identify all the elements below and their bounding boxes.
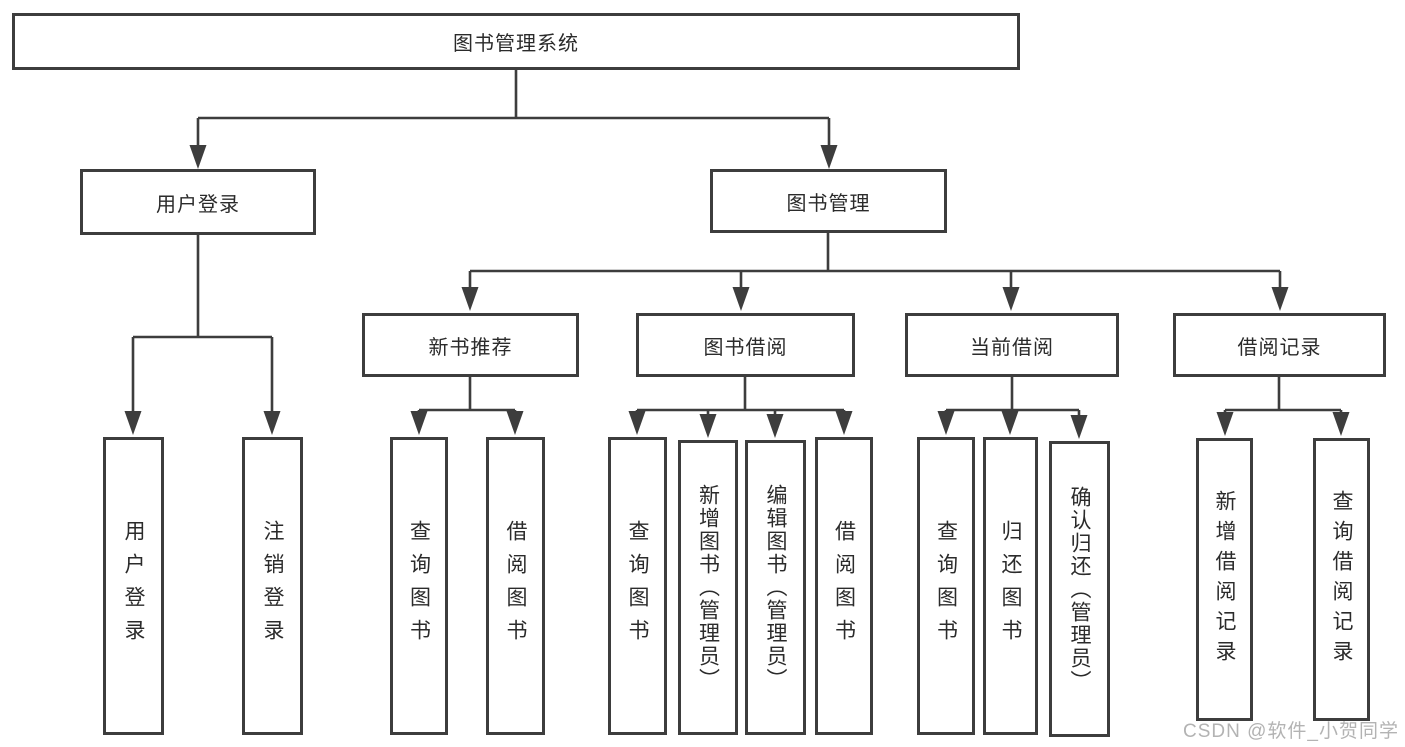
leaf-label: 编辑图书（管理员） bbox=[764, 484, 787, 691]
leaf-label: 新增图书（管理员） bbox=[696, 484, 720, 691]
node-user-login: 用户登录 bbox=[80, 169, 316, 235]
node-label: 借阅记录 bbox=[1237, 336, 1322, 359]
node-library-management-system: 图书管理系统 bbox=[12, 13, 1020, 70]
node-label: 用户登录 bbox=[156, 193, 240, 216]
leaf-label: 查询图书 bbox=[407, 520, 431, 652]
leaf-return-books: 归还图书 bbox=[983, 437, 1038, 735]
leaf-add-books-admin: 新增图书（管理员） bbox=[678, 440, 738, 735]
leaf-query-books: 查询图书 bbox=[608, 437, 667, 735]
csdn-watermark: CSDN @软件_小贺同学 bbox=[1183, 721, 1399, 742]
leaf-label: 查询图书 bbox=[934, 520, 958, 652]
node-label: 新书推荐 bbox=[428, 336, 513, 359]
leaf-borrow-books: 借阅图书 bbox=[486, 437, 545, 735]
leaf-label: 借阅图书 bbox=[504, 520, 527, 652]
leaf-user-login: 用户登录 bbox=[103, 437, 164, 735]
leaf-edit-books-admin: 编辑图书（管理员） bbox=[745, 440, 806, 735]
node-book-management: 图书管理 bbox=[710, 169, 947, 233]
leaf-query-books: 查询图书 bbox=[917, 437, 975, 735]
leaf-label: 新增借阅记录 bbox=[1213, 489, 1236, 670]
leaf-label: 归还图书 bbox=[999, 520, 1022, 652]
leaf-query-books: 查询图书 bbox=[390, 437, 448, 735]
node-label: 当前借阅 bbox=[970, 336, 1054, 359]
leaf-label: 确认归还（管理员） bbox=[1068, 485, 1091, 693]
node-current-borrowing: 当前借阅 bbox=[905, 313, 1119, 377]
leaf-confirm-return-admin: 确认归还（管理员） bbox=[1049, 441, 1110, 737]
leaf-query-borrow-record: 查询借阅记录 bbox=[1313, 438, 1370, 721]
node-label: 图书管理系统 bbox=[453, 33, 579, 55]
node-book-borrowing: 图书借阅 bbox=[636, 313, 855, 377]
leaf-label: 借阅图书 bbox=[832, 520, 856, 652]
leaf-label: 查询借阅记录 bbox=[1330, 489, 1353, 670]
node-borrowing-records: 借阅记录 bbox=[1173, 313, 1386, 377]
leaf-label: 查询图书 bbox=[626, 520, 649, 652]
leaf-label: 用户登录 bbox=[122, 520, 145, 652]
leaf-borrow-books: 借阅图书 bbox=[815, 437, 873, 735]
node-label: 图书借阅 bbox=[703, 336, 788, 359]
node-new-book-recommendation: 新书推荐 bbox=[362, 313, 579, 377]
leaf-logout: 注销登录 bbox=[242, 437, 303, 735]
leaf-add-borrow-record: 新增借阅记录 bbox=[1196, 438, 1253, 721]
node-label: 图书管理 bbox=[786, 192, 871, 215]
leaf-label: 注销登录 bbox=[261, 520, 284, 652]
